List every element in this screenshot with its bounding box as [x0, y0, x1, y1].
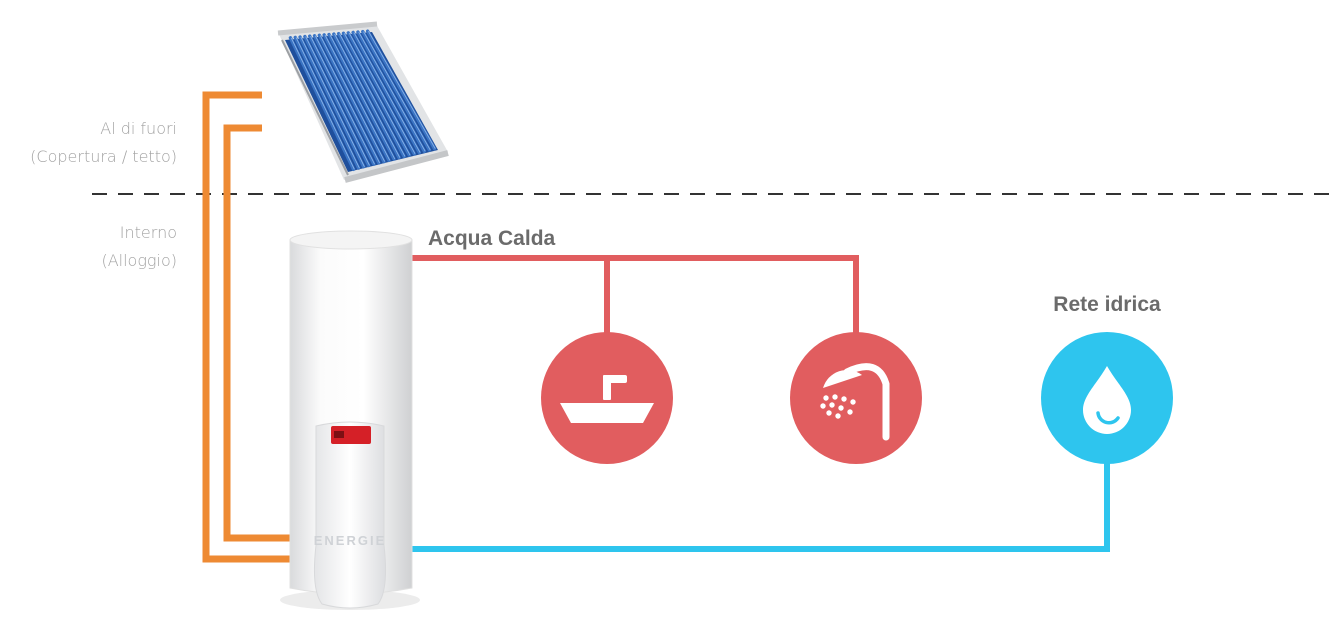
solar-tube-highlight — [295, 37, 360, 169]
solar-loop-inner-pipe — [223, 124, 298, 542]
hot-water-pipes — [405, 255, 859, 338]
solar-tube-highlight — [290, 37, 355, 170]
hot-water-main-pipe — [405, 255, 859, 338]
water-heater-tank-icon: ENERGIE — [280, 230, 420, 610]
solar-panel-tubes — [288, 29, 437, 172]
solar-tube-highlight — [363, 31, 431, 151]
solar-tube-highlight — [314, 35, 380, 164]
tank-display — [331, 426, 371, 444]
solar-tube — [351, 30, 421, 155]
solar-loop-outer-pipe — [202, 91, 298, 563]
solar-tube-highlight — [348, 32, 416, 155]
solar-tube — [298, 35, 366, 169]
solar-tube — [346, 31, 416, 156]
hot-water-label: Acqua Calda — [428, 227, 556, 250]
inside-label-line1: Interno — [120, 223, 177, 242]
solar-tube — [317, 33, 386, 164]
solar-tube-highlight — [358, 31, 426, 152]
solar-tube — [308, 34, 376, 166]
solar-tube — [365, 29, 437, 151]
solar-panel-icon — [277, 21, 449, 183]
outside-label-line1: Al di fuori — [100, 119, 177, 138]
solar-loop-pipes — [202, 91, 298, 563]
solar-tube-highlight — [324, 34, 391, 161]
solar-tube — [361, 29, 432, 152]
solar-tube-highlight — [339, 33, 406, 157]
outside-label-line2: (Copertura / tetto) — [30, 147, 177, 166]
solar-tube-highlight — [334, 33, 401, 158]
solar-tube — [322, 33, 391, 162]
solar-tube-highlight — [300, 36, 365, 167]
solar-tube-highlight — [310, 35, 375, 165]
solar-tube — [332, 32, 401, 160]
solar-tube — [303, 34, 371, 168]
solar-tube-highlight — [343, 33, 411, 156]
tank-brand-label: ENERGIE — [314, 533, 387, 548]
shower-outlet — [790, 332, 922, 464]
shower-icon — [820, 363, 890, 441]
solar-tube-highlight — [353, 32, 421, 153]
solar-tube-highlight — [319, 35, 386, 162]
solar-tube-highlight — [368, 31, 436, 149]
solar-tube — [312, 34, 381, 165]
solar-tube — [293, 35, 361, 170]
water-network-source — [1041, 332, 1173, 464]
solar-tube — [288, 36, 356, 172]
solar-tube — [341, 31, 411, 157]
solar-tube-highlight — [305, 36, 370, 166]
solar-tube-highlight — [329, 34, 396, 160]
solar-tube — [327, 32, 396, 161]
sink-icon — [560, 375, 654, 423]
water-network-label: Rete idrica — [1053, 293, 1161, 316]
water-drop-icon — [1083, 366, 1131, 434]
solar-tube — [336, 31, 406, 159]
inside-label-line2: (Alloggio) — [101, 251, 177, 270]
cold-water-pipe — [405, 460, 1110, 552]
solar-tube — [356, 30, 427, 153]
sink-outlet — [541, 332, 673, 464]
